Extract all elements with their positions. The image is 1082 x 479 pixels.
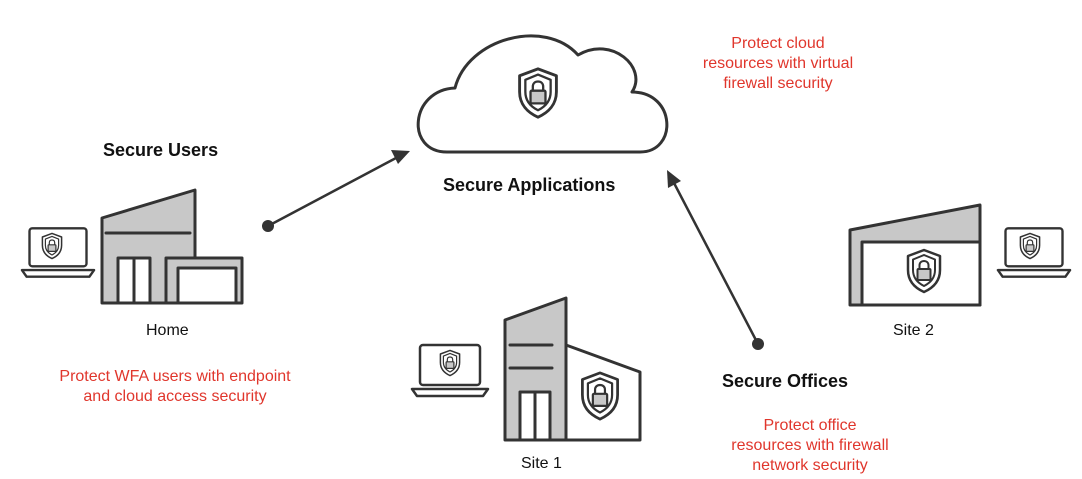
offices-note: Protect office resources with firewall n… bbox=[700, 416, 920, 476]
office-building-icon bbox=[503, 296, 642, 442]
secure-offices-heading: Secure Offices bbox=[722, 371, 849, 391]
shield-lock-icon bbox=[520, 69, 557, 117]
cloud-note: Protect cloud resources with virtual fir… bbox=[668, 34, 888, 94]
users-note-line: and cloud access security bbox=[83, 388, 267, 405]
site2-label: Site 2 bbox=[893, 322, 934, 339]
house-icon bbox=[100, 188, 244, 305]
cloud-icon bbox=[416, 34, 669, 154]
site1-label: Site 1 bbox=[521, 455, 562, 472]
arrow-icon bbox=[667, 170, 764, 350]
offices-note-line: Protect office bbox=[763, 417, 857, 434]
arrow-icon bbox=[262, 150, 410, 232]
shield-lock-icon bbox=[439, 349, 461, 377]
shield-lock-icon bbox=[906, 248, 942, 294]
secure-users-heading: Secure Users bbox=[103, 140, 219, 160]
cloud-note-line: Protect cloud bbox=[731, 35, 825, 52]
home-label: Home bbox=[146, 322, 189, 339]
users-note-line: Protect WFA users with endpoint bbox=[59, 368, 291, 385]
secure-applications-heading: Secure Applications bbox=[443, 175, 616, 195]
offices-note-line: resources with firewall bbox=[731, 437, 889, 454]
shield-lock-icon bbox=[1019, 232, 1041, 260]
shield-lock-icon bbox=[580, 371, 620, 421]
cloud-note-line: resources with virtual bbox=[702, 55, 854, 72]
cloud-note-line: firewall security bbox=[723, 75, 833, 92]
users-note: Protect WFA users with endpoint and clou… bbox=[20, 367, 330, 407]
shield-lock-icon bbox=[41, 232, 63, 260]
offices-note-line: network security bbox=[752, 457, 868, 474]
